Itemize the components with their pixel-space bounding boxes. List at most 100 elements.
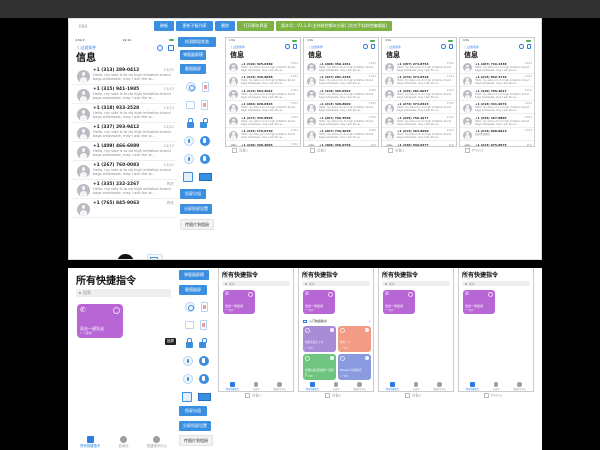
shortcuts-search-input[interactable]: 搜索 [302, 281, 370, 286]
popup-screen-button[interactable]: 弹窗副屏模 [180, 50, 206, 60]
switch-device-icon[interactable] [147, 254, 163, 259]
device-label[interactable]: 设备1 [225, 148, 255, 154]
run-icon[interactable] [365, 356, 369, 360]
add-icon[interactable]: + [368, 319, 371, 323]
shortcuts-search-input[interactable]: 搜索 [76, 289, 171, 297]
mute-icon[interactable] [200, 154, 210, 164]
run-icon[interactable] [330, 328, 334, 332]
cast-group-button[interactable]: 投屏分组 [179, 406, 207, 416]
tab-1[interactable]: 自动化 [118, 436, 129, 448]
phone-screen-icon[interactable] [200, 302, 208, 312]
tab-0[interactable]: 所有快捷指令 [466, 382, 479, 391]
more-icon[interactable] [157, 44, 163, 51]
device-label[interactable]: 设备1 [238, 393, 268, 399]
run-icon[interactable] [113, 307, 120, 314]
upload-photo-button[interactable]: 传图片到相册 [180, 219, 214, 230]
version-button[interactable]: 版本号：V1.1.8 [支持群控脚本分屏] [实名手机群控编辑器] [276, 21, 392, 31]
lock-icon[interactable] [187, 117, 194, 128]
back-filter-link[interactable]: 〈 过滤条件 [229, 44, 245, 49]
screen-mirror-icon[interactable] [185, 321, 194, 329]
power-icon[interactable] [185, 82, 196, 92]
cast-settings-button[interactable]: 分屏投屏设置 [180, 204, 212, 214]
tab-0[interactable]: 所有快捷指令 [226, 382, 239, 391]
run-icon[interactable] [408, 292, 413, 297]
volume-up-icon[interactable] [183, 356, 193, 366]
screenshot-button[interactable]: 截图副屏 [179, 285, 207, 295]
upload-photo-button[interactable]: 传图片到相册 [179, 435, 213, 446]
group-name-input[interactable]: RRR [79, 24, 88, 29]
more-icon[interactable] [285, 44, 290, 49]
cast-settings-button[interactable]: 分屏投屏设置 [179, 421, 211, 431]
unlock-icon[interactable] [200, 117, 208, 128]
device-label[interactable]: 设备3 [398, 393, 428, 399]
tab-2[interactable]: 快捷指令中心 [433, 382, 446, 391]
volume-down-icon[interactable] [184, 154, 194, 164]
run-icon[interactable] [488, 292, 493, 297]
tab-2[interactable]: 快捷指令中心 [513, 382, 526, 391]
update-children-button[interactable]: 更新子级列表 [176, 21, 213, 31]
power-icon[interactable] [184, 302, 195, 312]
compose-icon[interactable] [448, 44, 453, 49]
shortcuts-search-input[interactable]: 搜索 [382, 281, 450, 286]
main-shortcuts-screen[interactable]: 所有快捷指令 搜索 ✆ 双击一键发送 1 个操作 所有快捷指令自动化快捷指令中心 [71, 268, 176, 450]
message-row[interactable]: +1 (213) 675-8575昨天Hello, my side is to … [460, 141, 534, 146]
shortcuts-search-input[interactable]: 搜索 [222, 281, 290, 286]
monitor-icon[interactable] [197, 393, 211, 401]
side-button-icon[interactable] [200, 136, 210, 146]
compose-icon[interactable] [292, 44, 297, 49]
tab-1[interactable]: 自动化 [413, 382, 419, 391]
run-icon[interactable] [365, 328, 369, 332]
screenshot-button[interactable]: 截图副屏 [180, 64, 206, 74]
device-label[interactable]: iPhone [459, 148, 489, 153]
device-label[interactable]: 设备2 [318, 393, 348, 399]
tab-1[interactable]: 自动化 [333, 382, 339, 391]
side-button-icon[interactable] [199, 356, 209, 366]
more-icon[interactable] [519, 44, 524, 49]
lock-icon[interactable] [186, 337, 193, 348]
delete-button[interactable]: 删除 [215, 21, 235, 31]
compose-icon[interactable] [526, 44, 531, 49]
device-label[interactable]: iPhone [478, 393, 508, 398]
back-filter-link[interactable]: 〈 过滤条件 [385, 44, 401, 49]
unlock-icon[interactable] [199, 337, 207, 348]
device-label[interactable]: 设备3 [381, 148, 411, 154]
tab-2[interactable]: 快捷指令中心 [147, 436, 167, 448]
tab-0[interactable]: 所有快捷指令 [80, 436, 100, 448]
volume-down-icon[interactable] [183, 374, 193, 384]
shortcuts-search-input[interactable]: 搜索 [462, 281, 530, 286]
tab-2[interactable]: 快捷指令中心 [273, 382, 286, 391]
